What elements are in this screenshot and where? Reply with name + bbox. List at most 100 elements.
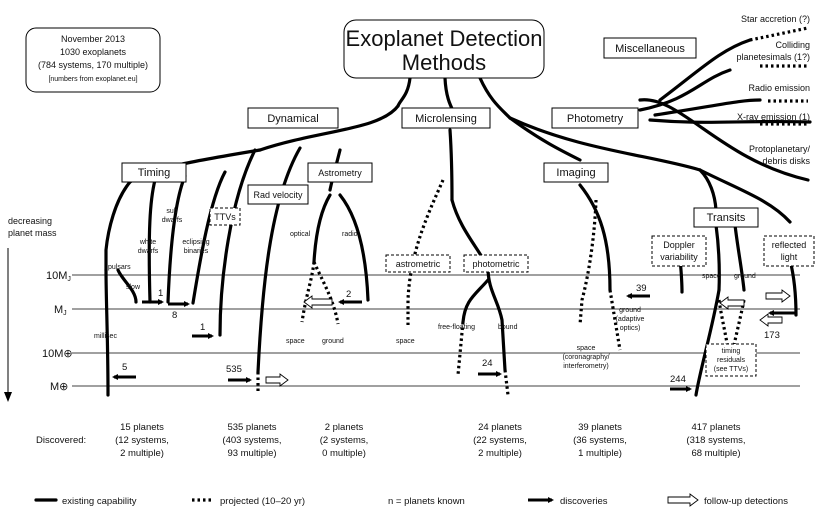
svg-text:residuals: residuals: [717, 357, 746, 364]
svg-text:(adaptive: (adaptive: [616, 316, 645, 323]
svg-text:Radio emission: Radio emission: [748, 83, 810, 93]
svg-text:Transits: Transits: [707, 212, 746, 224]
category-box-photometry: Photometry: [551, 107, 639, 129]
svg-text:optics): optics): [620, 325, 641, 332]
axis-label-line1: decreasing: [8, 216, 52, 226]
svg-text:Star accretion (?): Star accretion (?): [741, 14, 810, 24]
svg-text:discoveries: discoveries: [560, 496, 608, 507]
svg-text:535: 535: [226, 364, 242, 375]
svg-text:dwarfs: dwarfs: [162, 217, 183, 224]
legend-n-known: n = planets known: [388, 496, 465, 507]
mass-label-mj: MJ: [54, 304, 67, 317]
discovered-imaging: 39 planets (36 systems, 1 multiple): [573, 422, 627, 459]
svg-text:astrometric: astrometric: [396, 259, 441, 269]
title-line2: Methods: [402, 50, 486, 75]
svg-text:Astrometry: Astrometry: [318, 168, 362, 178]
svg-text:93 multiple): 93 multiple): [227, 448, 276, 459]
category-box-timing: Timing: [121, 162, 187, 183]
svg-text:November 2013: November 2013: [61, 34, 125, 44]
svg-text:Timing: Timing: [138, 167, 171, 179]
svg-text:Doppler: Doppler: [663, 240, 695, 250]
svg-text:dwarfs: dwarfs: [138, 248, 159, 255]
category-box-microlensing: Microlensing: [401, 107, 491, 129]
axis-label-line2: planet mass: [8, 228, 57, 238]
svg-text:417 planets: 417 planets: [691, 422, 740, 433]
svg-text:Dynamical: Dynamical: [267, 113, 318, 125]
mass-label-10me: 10M⊕: [42, 348, 73, 360]
svg-text:(36 systems,: (36 systems,: [573, 435, 627, 446]
svg-text:interferometry): interferometry): [563, 363, 609, 370]
svg-text:binaries: binaries: [184, 248, 209, 255]
svg-text:Rad velocity: Rad velocity: [253, 190, 303, 200]
svg-text:Imaging: Imaging: [556, 167, 595, 179]
title-line1: Exoplanet Detection: [346, 26, 543, 51]
discovered-transits: 417 planets (318 systems, 68 multiple): [686, 422, 745, 459]
svg-text:39: 39: [636, 283, 647, 294]
svg-text:(coronagraphy/: (coronagraphy/: [562, 354, 609, 361]
svg-text:15 planets: 15 planets: [120, 422, 164, 433]
legend: existing capability projected (10–20 yr)…: [34, 493, 788, 507]
svg-text:slow: slow: [126, 284, 141, 291]
svg-text:24: 24: [482, 358, 493, 369]
legend-followup: follow-up detections: [667, 493, 788, 507]
svg-text:8: 8: [172, 310, 177, 321]
category-box-imaging: Imaging: [543, 162, 609, 183]
svg-text:ground: ground: [734, 273, 756, 280]
category-box-transits: Transits: [693, 207, 759, 228]
svg-text:timing: timing: [722, 348, 741, 355]
legend-projected: projected (10–20 yr): [192, 496, 305, 507]
category-box-rad-velocity: Rad velocity: [247, 184, 309, 205]
svg-text:244: 244: [670, 374, 686, 385]
branch-labels: pulsars slow millisec white dwarfs sub d…: [94, 208, 756, 370]
svg-text:sub: sub: [166, 208, 177, 215]
svg-text:(22 systems,: (22 systems,: [473, 435, 527, 446]
svg-text:39 planets: 39 planets: [578, 422, 622, 433]
timing-residuals-box: timing residuals (see TTVs): [705, 343, 757, 377]
svg-text:planetesimals (1?): planetesimals (1?): [736, 52, 810, 62]
category-box-astrometry: Astrometry: [307, 162, 373, 183]
mass-axis: decreasing planet mass 10MJ MJ 10M⊕ M⊕: [4, 216, 73, 402]
svg-text:pulsars: pulsars: [108, 264, 131, 271]
svg-text:existing capability: existing capability: [62, 496, 137, 507]
category-box-doppler: Doppler variability: [651, 235, 707, 267]
legend-discoveries: discoveries: [528, 496, 608, 507]
mass-guide-lines: [72, 274, 800, 387]
svg-text:space: space: [577, 345, 596, 352]
category-box-reflected: reflected light: [763, 235, 815, 267]
svg-text:1: 1: [158, 288, 163, 299]
category-box-photometric: photometric: [463, 254, 529, 273]
svg-text:1030 exoplanets: 1030 exoplanets: [60, 47, 127, 57]
svg-text:debris disks: debris disks: [762, 156, 810, 166]
category-box-miscellaneous: Miscellaneous: [603, 37, 697, 59]
svg-text:optical: optical: [290, 231, 311, 238]
category-box-astrometric: astrometric: [385, 254, 451, 273]
svg-text:2 multiple): 2 multiple): [120, 448, 164, 459]
discovery-arrows: [112, 293, 795, 392]
svg-text:1 multiple): 1 multiple): [578, 448, 622, 459]
svg-text:projected (10–20 yr): projected (10–20 yr): [220, 496, 305, 507]
title-box: Exoplanet Detection Methods: [343, 19, 545, 79]
svg-text:24 planets: 24 planets: [478, 422, 522, 433]
svg-text:Miscellaneous: Miscellaneous: [615, 43, 685, 55]
discovered-timing: 15 planets (12 systems, 2 multiple): [115, 422, 169, 459]
svg-text:2: 2: [346, 289, 351, 300]
svg-text:0 multiple): 0 multiple): [322, 448, 366, 459]
svg-text:photometric: photometric: [472, 259, 520, 269]
svg-text:(see TTVs): (see TTVs): [714, 366, 749, 373]
discovered-astrometry: 2 planets (2 systems, 0 multiple): [320, 422, 369, 459]
svg-text:(2 systems,: (2 systems,: [320, 435, 369, 446]
followup-arrows: [265, 289, 791, 387]
svg-text:ground: ground: [322, 338, 344, 345]
svg-text:free-floating: free-floating: [438, 324, 475, 331]
count-labels: 1 8 1 5 535 2 24 39 244 173: [122, 283, 780, 385]
svg-text:(784 systems, 170 multiple): (784 systems, 170 multiple): [38, 60, 148, 70]
svg-text:2 planets: 2 planets: [325, 422, 364, 433]
discovered-rad-velocity: 535 planets (403 systems, 93 multiple): [222, 422, 281, 459]
svg-text:space: space: [286, 338, 305, 345]
discovered-label: Discovered:: [36, 435, 86, 446]
mass-label-me: M⊕: [50, 381, 68, 393]
svg-text:bound: bound: [498, 324, 518, 331]
svg-text:follow-up detections: follow-up detections: [704, 496, 788, 507]
